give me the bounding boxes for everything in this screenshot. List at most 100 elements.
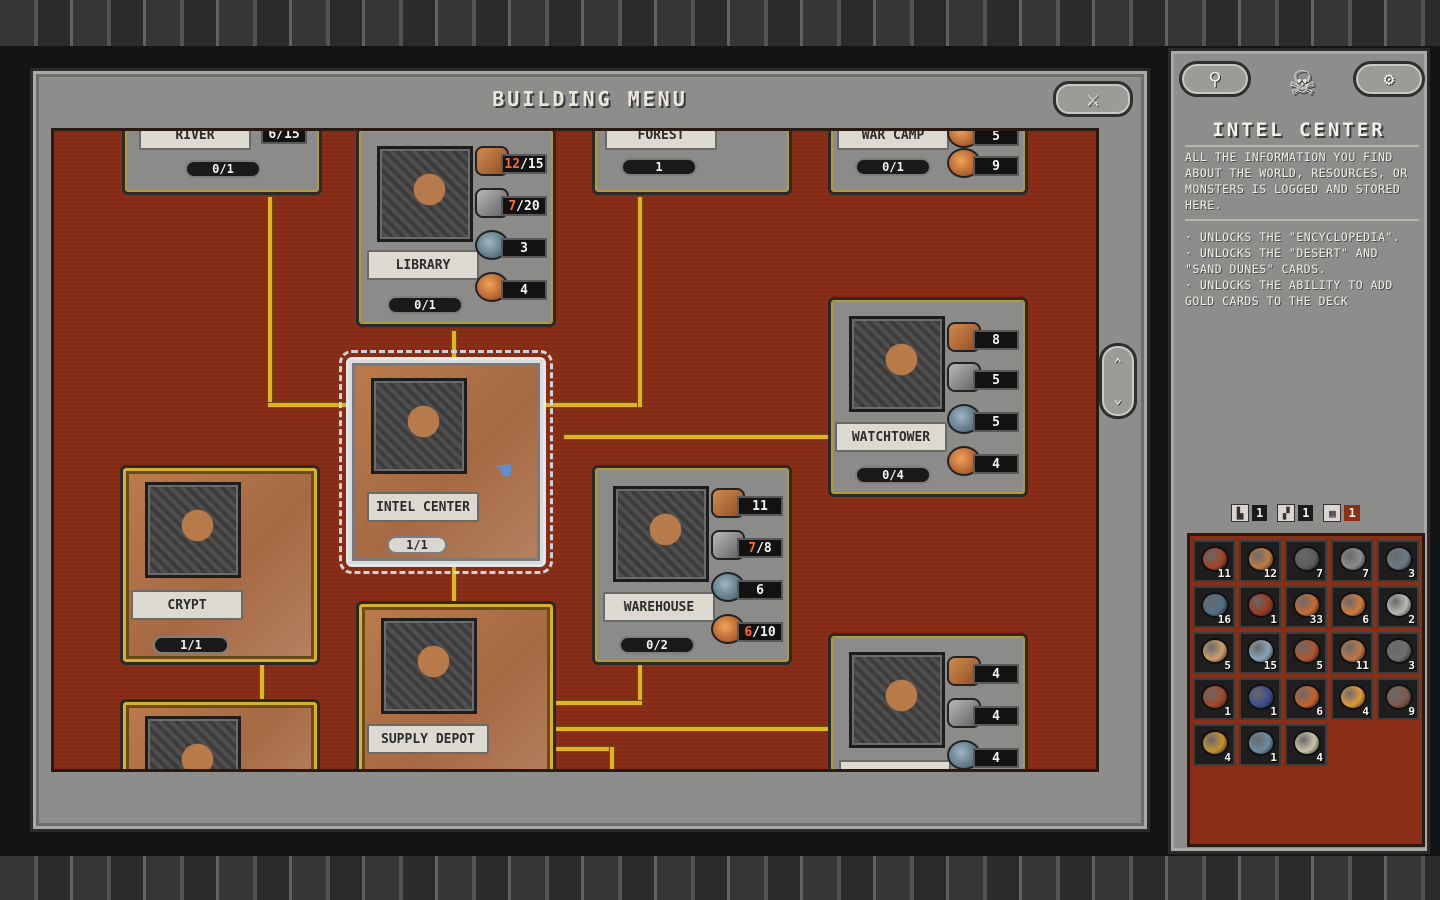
building-card-library[interactable]: LIBRARY 0/1 12/15 7/20 3 4 (356, 131, 556, 327)
building-count: 0/1 (855, 158, 931, 176)
building-name: LIBRARY (367, 250, 479, 280)
resource-cost: 11 (711, 488, 783, 522)
resource-cost: 4 (947, 656, 1019, 690)
building-card-intel-center[interactable]: INTEL CENTER 1/1 ☚ (339, 350, 553, 574)
cost-value: 6 (737, 580, 783, 600)
resource-icon (1293, 546, 1321, 572)
building-card-forest[interactable]: FOREST 1 (592, 131, 792, 195)
building-card-crypt[interactable]: CRYPT 1/1 (120, 465, 320, 665)
resource-cost: 8 (947, 322, 1019, 356)
cost-value: 5 (973, 131, 1019, 146)
inventory-slot[interactable]: 11 (1193, 540, 1235, 582)
inventory-slot[interactable]: 7 (1331, 540, 1373, 582)
inventory-slot[interactable]: 2 (1377, 586, 1419, 628)
resource-cost: 6/10 (711, 614, 783, 648)
resource-quantity: 11 (1355, 659, 1369, 672)
inventory-slot[interactable]: 33 (1285, 586, 1327, 628)
resource-quantity: 3 (1408, 567, 1415, 580)
building-name: INTEL CENTER (367, 492, 479, 522)
connector-line (610, 747, 614, 769)
inventory-slot[interactable]: 3 (1377, 632, 1419, 674)
inventory-slot[interactable]: 6 (1285, 678, 1327, 720)
connector-line (554, 747, 614, 751)
building-name: WAR CAMP (837, 131, 949, 150)
resource-icon (1201, 592, 1229, 618)
building-card-river[interactable]: RIVER 0/1 6/15 (122, 131, 322, 195)
resource-icon (1247, 684, 1275, 710)
building-name: RIVER (139, 131, 251, 150)
building-art (145, 716, 241, 769)
inventory-slot[interactable]: 9 (1377, 678, 1419, 720)
inventory-slot[interactable]: 4 (1331, 678, 1373, 720)
connector-line (554, 701, 642, 705)
resource-quantity: 12 (1263, 567, 1277, 580)
tile-icon: ▦ (1323, 504, 1342, 522)
close-button[interactable]: ⚔ (1053, 81, 1133, 117)
inventory-slot[interactable]: 12 (1239, 540, 1281, 582)
divider (1185, 219, 1419, 221)
resource-quantity: 4 (1316, 751, 1323, 764)
resource-quantity: 3 (1408, 659, 1415, 672)
resource-quantity: 6 (1316, 705, 1323, 718)
library-art (377, 146, 473, 242)
resource-icon (1201, 730, 1229, 756)
top-border-strip (0, 0, 1440, 46)
building-card-watchtower[interactable]: WATCHTOWER 0/4 8 5 5 4 (828, 297, 1028, 497)
building-card-supply-depot[interactable]: SUPPLY DEPOT (356, 601, 556, 769)
scroll-up-icon[interactable]: ⌃ (1113, 355, 1123, 372)
building-card-warehouse[interactable]: WAREHOUSE 0/2 11 7/8 6 6/10 (592, 465, 792, 665)
connector-line (452, 565, 456, 605)
unlock-item: · UNLOCKS THE "DESERT" AND "SAND DUNES" … (1185, 246, 1379, 276)
inventory-slot[interactable]: 6 (1331, 586, 1373, 628)
resource-cost: 12/15 (475, 146, 547, 180)
connector-line (554, 727, 834, 731)
cost-value: 9 (973, 156, 1019, 176)
building-name: WAREHOUSE (603, 592, 715, 622)
resource-icon (1339, 592, 1367, 618)
inventory-slot[interactable]: 15 (1239, 632, 1281, 674)
resource-quantity: 7 (1316, 567, 1323, 580)
inventory-slot[interactable]: 4 (1285, 724, 1327, 766)
building-menu-window: BUILDING MENU ⚔ ⌃ ⌄ RIVER 0/1 6/15 (30, 68, 1150, 832)
inventory-slot[interactable]: 16 (1193, 586, 1235, 628)
inventory-slot[interactable]: 5 (1285, 632, 1327, 674)
building-card-war-camp[interactable]: WAR CAMP 0/1 5 9 (828, 131, 1028, 195)
panel-title: INTEL CENTER (1212, 119, 1386, 141)
scroll-control[interactable]: ⌃ ⌄ (1099, 343, 1137, 419)
unlock-item: · UNLOCKS THE ABILITY TO ADD GOLD CARDS … (1185, 278, 1393, 308)
connector-line (564, 435, 834, 439)
inventory-slot[interactable]: 4 (1193, 724, 1235, 766)
cost-value: 4 (501, 280, 547, 300)
inventory-slot[interactable]: 11 (1331, 632, 1373, 674)
resource-icon (1247, 592, 1275, 618)
cost-value: 8 (973, 330, 1019, 350)
building-count: 0/1 (185, 160, 261, 178)
building-tree[interactable]: RIVER 0/1 6/15 LIBRARY 0/1 12/15 7/20 3 (51, 128, 1099, 772)
connector-line (268, 197, 272, 407)
cost-value: 4 (973, 748, 1019, 768)
inventory-slot[interactable]: 1 (1239, 724, 1281, 766)
resource-icon (1201, 684, 1229, 710)
resource-icon (1201, 638, 1229, 664)
encyclopedia-button[interactable]: ⚲ (1179, 61, 1251, 97)
settings-button[interactable]: ⚙ (1353, 61, 1425, 97)
inventory-slot[interactable]: 1 (1193, 678, 1235, 720)
resource-quantity: 9 (1408, 705, 1415, 718)
inventory-slot[interactable]: 1 (1239, 678, 1281, 720)
cost-value: 7/20 (501, 196, 547, 216)
building-card-mud-hut[interactable]: MUD HUT 4 4 4 (828, 633, 1028, 769)
inventory-slot[interactable]: 1 (1239, 586, 1281, 628)
elephant-icon: ⚲ (1208, 68, 1222, 90)
mud-hut-art (849, 652, 945, 748)
inventory-slot[interactable]: 7 (1285, 540, 1327, 582)
building-count: 1/1 (153, 636, 229, 654)
resource-quantity: 1 (1270, 705, 1277, 718)
scroll-down-icon[interactable]: ⌄ (1113, 390, 1123, 407)
inventory-slot[interactable]: 5 (1193, 632, 1235, 674)
building-card-partial[interactable] (120, 699, 320, 769)
inventory-slot[interactable]: 3 (1377, 540, 1419, 582)
resource-icon (1339, 684, 1367, 710)
resource-quantity: 15 (1263, 659, 1277, 672)
building-icon: ▙ (1231, 504, 1249, 522)
